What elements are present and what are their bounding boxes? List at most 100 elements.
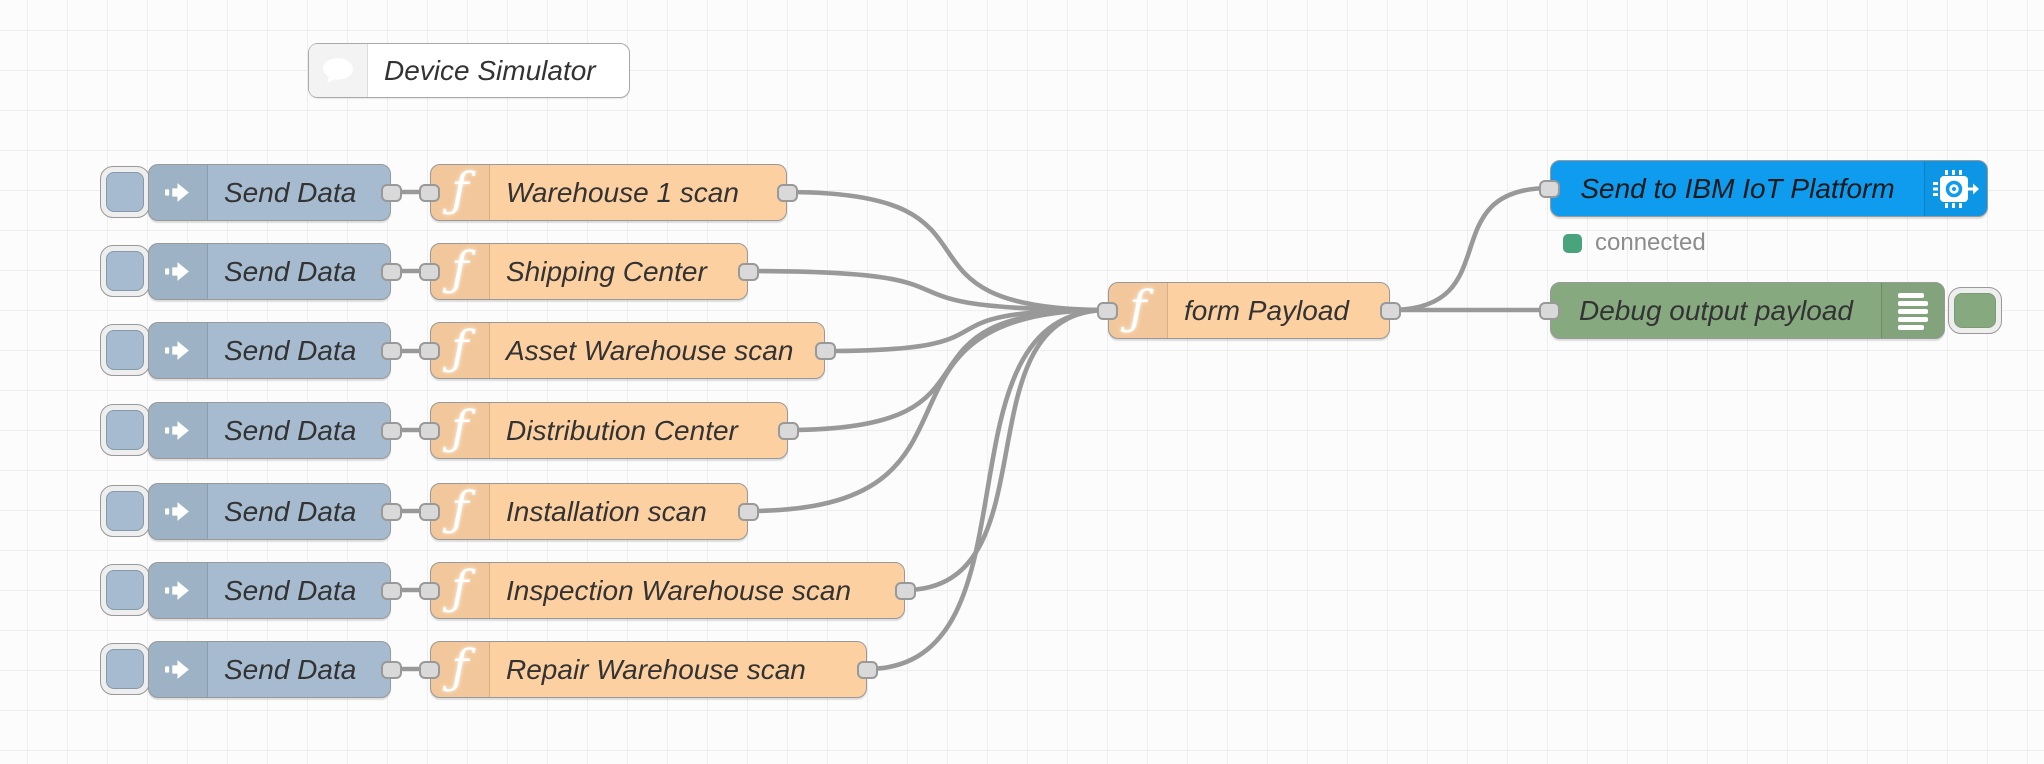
inject-arrow-icon	[149, 563, 208, 618]
input-port[interactable]	[1539, 301, 1560, 320]
inject-button[interactable]	[100, 643, 150, 695]
output-port[interactable]	[895, 581, 916, 600]
input-port[interactable]	[419, 341, 440, 360]
function-f-icon: ƒ	[431, 323, 490, 378]
wire[interactable]	[784, 189, 1111, 313]
input-port[interactable]	[1539, 179, 1560, 198]
node-label: Send to IBM IoT Platform	[1580, 172, 1895, 204]
input-port[interactable]	[419, 502, 440, 521]
debug-node[interactable]: Debug output payload	[1539, 282, 1945, 339]
inject-node[interactable]: Send Data	[148, 402, 402, 459]
inject-button-fill	[106, 410, 144, 450]
inject-arrow-icon	[149, 165, 208, 220]
inject-button-fill	[106, 491, 144, 531]
output-port[interactable]	[738, 502, 759, 521]
wire[interactable]	[1387, 185, 1553, 313]
debug-toggle-button[interactable]	[1948, 287, 2002, 334]
input-port[interactable]	[419, 183, 440, 202]
node-label: Asset Warehouse scan	[506, 334, 794, 366]
output-port[interactable]	[857, 660, 878, 679]
node-label: Repair Warehouse scan	[506, 653, 806, 685]
node-label: Installation scan	[506, 495, 707, 527]
inject-node[interactable]: Send Data	[148, 322, 402, 379]
node-label: Distribution Center	[506, 414, 738, 446]
output-port[interactable]	[777, 183, 798, 202]
wire[interactable]	[902, 307, 1111, 593]
iot-output-node[interactable]: Send to IBM IoT Platform	[1539, 160, 1988, 217]
inject-arrow-icon	[149, 244, 208, 299]
inject-button-fill	[106, 172, 144, 212]
node-label: Send Data	[224, 653, 357, 685]
node-label: Device Simulator	[384, 54, 596, 86]
function-node[interactable]: ƒ Shipping Center	[419, 243, 759, 300]
output-port[interactable]	[738, 262, 759, 281]
output-port[interactable]	[815, 341, 836, 360]
node-label: Debug output payload	[1579, 294, 1853, 326]
inject-node[interactable]: Send Data	[148, 641, 402, 698]
node-status: connected	[1563, 229, 1706, 257]
node-label: form Payload	[1184, 294, 1349, 326]
inject-arrow-icon	[149, 323, 208, 378]
function-node[interactable]: ƒ Installation scan	[419, 483, 759, 540]
inject-button[interactable]	[100, 404, 150, 456]
output-port[interactable]	[381, 421, 402, 440]
wire[interactable]	[745, 307, 1111, 514]
debug-toggle-fill	[1954, 293, 1996, 328]
inject-node[interactable]: Send Data	[148, 562, 402, 619]
output-port[interactable]	[381, 262, 402, 281]
inject-button[interactable]	[100, 245, 150, 297]
function-node[interactable]: ƒ Inspection Warehouse scan	[419, 562, 916, 619]
inject-node[interactable]: Send Data	[148, 483, 402, 540]
inject-button-fill	[106, 570, 144, 610]
function-f-icon: ƒ	[431, 165, 490, 220]
output-port[interactable]	[778, 421, 799, 440]
node-label: Send Data	[224, 334, 357, 366]
inject-arrow-icon	[149, 403, 208, 458]
comment-node[interactable]: Device Simulator	[308, 43, 630, 98]
inject-button[interactable]	[100, 485, 150, 537]
output-port[interactable]	[381, 581, 402, 600]
wire[interactable]	[745, 268, 1111, 313]
status-label: connected	[1595, 229, 1706, 256]
inject-node[interactable]: Send Data	[148, 243, 402, 300]
inject-button-fill	[106, 251, 144, 291]
wire[interactable]	[864, 307, 1111, 672]
output-port[interactable]	[381, 502, 402, 521]
inject-arrow-icon	[149, 484, 208, 539]
input-port[interactable]	[1097, 301, 1118, 320]
form-payload-node[interactable]: ƒ form Payload	[1097, 282, 1401, 339]
output-port[interactable]	[381, 183, 402, 202]
node-label: Send Data	[224, 255, 357, 287]
inject-node[interactable]: Send Data	[148, 164, 402, 221]
node-label: Send Data	[224, 176, 357, 208]
output-port[interactable]	[381, 341, 402, 360]
inject-button[interactable]	[100, 564, 150, 616]
node-label: Send Data	[224, 495, 357, 527]
iot-chip-icon	[1924, 161, 1987, 216]
input-port[interactable]	[419, 421, 440, 440]
function-f-icon: ƒ	[431, 403, 490, 458]
inject-button[interactable]	[100, 324, 150, 376]
function-node[interactable]: ƒ Distribution Center	[419, 402, 799, 459]
output-port[interactable]	[1380, 301, 1401, 320]
function-node[interactable]: ƒ Warehouse 1 scan	[419, 164, 798, 221]
inject-button[interactable]	[100, 166, 150, 218]
input-port[interactable]	[419, 581, 440, 600]
inject-button-fill	[106, 330, 144, 370]
debug-list-icon	[1881, 283, 1944, 338]
node-label: Inspection Warehouse scan	[506, 574, 852, 606]
status-dot	[1563, 233, 1582, 253]
function-f-icon: ƒ	[431, 642, 490, 697]
output-port[interactable]	[381, 660, 402, 679]
function-f-icon: ƒ	[1109, 283, 1168, 338]
node-label: Send Data	[224, 574, 357, 606]
inject-arrow-icon	[149, 642, 208, 697]
input-port[interactable]	[419, 660, 440, 679]
function-node[interactable]: ƒ Asset Warehouse scan	[419, 322, 836, 379]
node-label: Send Data	[224, 414, 357, 446]
function-node[interactable]: ƒ Repair Warehouse scan	[419, 641, 878, 698]
node-label: Shipping Center	[506, 255, 707, 287]
wire[interactable]	[822, 307, 1111, 354]
input-port[interactable]	[419, 262, 440, 281]
